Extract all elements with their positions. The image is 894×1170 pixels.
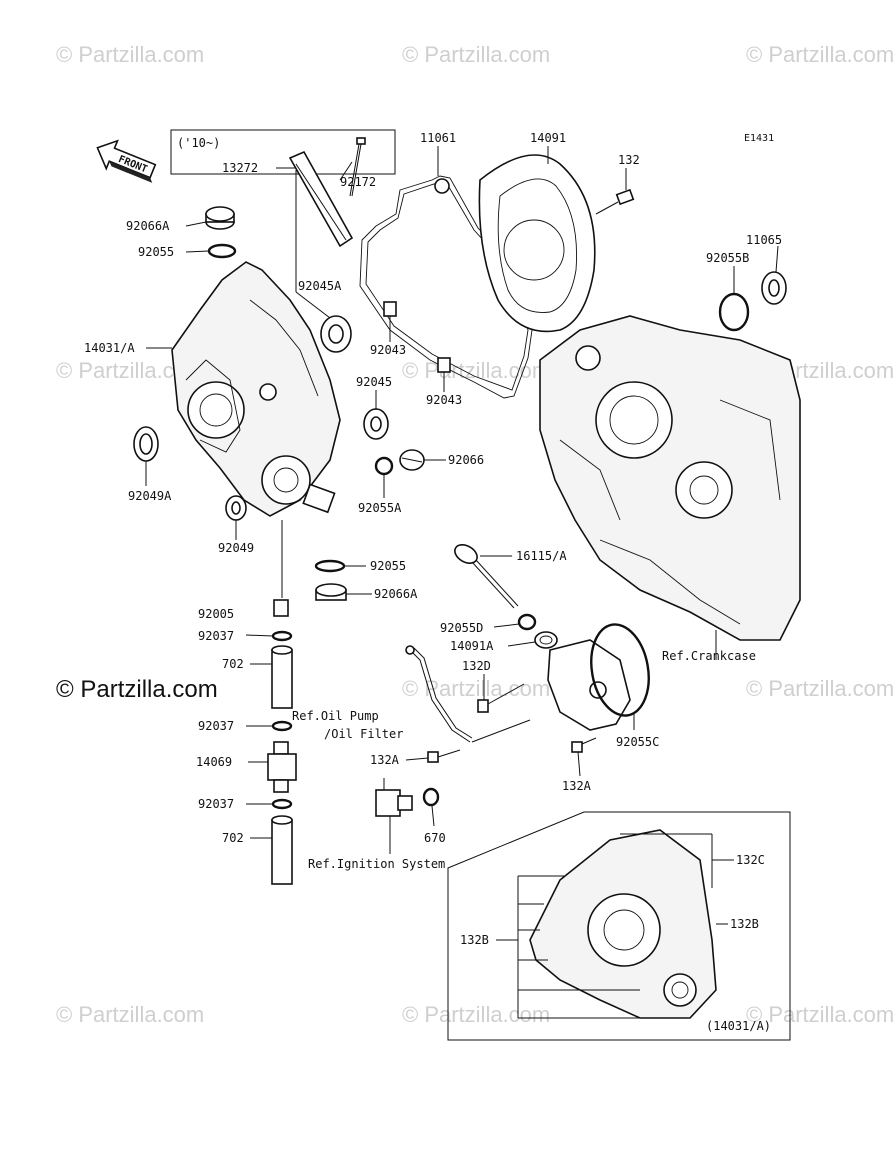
oring-92055A	[374, 456, 394, 476]
label-702-a: 702	[222, 657, 244, 671]
label-132B-left: 132B	[460, 933, 489, 947]
label-92055-top: 92055	[138, 245, 174, 259]
watermark-3: © Partzilla.com	[746, 42, 894, 67]
year-inset: ('10~)	[170, 129, 396, 175]
dowel-92043-a	[383, 301, 397, 317]
leader-lines	[145, 146, 779, 1019]
label-92037-a: 92037	[198, 629, 234, 643]
label-14091: 14091	[530, 131, 566, 145]
label-132D: 132D	[462, 659, 491, 673]
inset-14031A	[447, 811, 791, 1041]
label-92055B: 92055B	[706, 251, 749, 265]
watermark-9: © Partzilla.com	[56, 1002, 204, 1027]
watermark-11: © Partzilla.com	[746, 1002, 894, 1027]
label-92055D: 92055D	[440, 621, 483, 635]
watermark-1: © Partzilla.com	[56, 42, 204, 67]
label-132A-b: 132A	[562, 779, 592, 793]
cover-14031A	[171, 261, 341, 517]
label-670: 670	[424, 831, 446, 845]
watermark-10: © Partzilla.com	[402, 1002, 550, 1027]
collar-14091A	[534, 631, 558, 649]
nozzle-92005	[273, 599, 289, 617]
label-14031A-inset: (14031/A)	[706, 1019, 771, 1033]
watermark-7: © Partzilla.com	[402, 676, 550, 701]
label-14069: 14069	[196, 755, 232, 769]
label-132A-a: 132A	[370, 753, 400, 767]
watermark-8: © Partzilla.com	[746, 676, 894, 701]
hose-702-a	[271, 645, 293, 709]
label-132C: 132C	[736, 853, 765, 867]
cover-14091	[478, 154, 596, 333]
label-92037-b: 92037	[198, 719, 234, 733]
label-92043-b: 92043	[426, 393, 462, 407]
oring-92055B	[718, 292, 750, 332]
seal-92049A	[133, 426, 159, 462]
oil-pipe	[409, 649, 471, 743]
label-132B-right: 132B	[730, 917, 759, 931]
watermark-5: © Partzilla.com	[402, 358, 550, 383]
label-92055C: 92055C	[616, 735, 659, 749]
bolt-132A-b	[571, 737, 597, 753]
label-92037-c: 92037	[198, 797, 234, 811]
ref-oil-pump: Ref.Oil Pump	[292, 709, 379, 723]
ref-ignition: Ref.Ignition System	[308, 857, 445, 871]
watermark-2: © Partzilla.com	[402, 42, 550, 67]
label-92172: 92172	[340, 175, 376, 189]
label-92055A: 92055A	[358, 501, 402, 515]
bracket-13272	[288, 150, 354, 248]
oring-92055C	[590, 623, 650, 717]
label-92066: 92066	[448, 453, 484, 467]
plug-92066A-mid	[315, 583, 347, 601]
dipstick-16115A	[454, 544, 519, 609]
dowel-92043-b	[437, 357, 451, 373]
year-note: ('10~)	[177, 136, 220, 150]
partzilla-watermark: © Partzilla.com	[56, 676, 218, 703]
label-11065: 11065	[746, 233, 782, 247]
bearing-92045	[363, 408, 389, 440]
oring-670	[422, 787, 440, 807]
filter-cover	[547, 639, 631, 731]
label-132: 132	[618, 153, 640, 167]
bolt-132	[595, 188, 635, 215]
hose-702-b	[271, 815, 293, 885]
ref-crankcase: Ref.Crankcase	[662, 649, 756, 663]
label-702-b: 702	[222, 831, 244, 845]
label-92049: 92049	[218, 541, 254, 555]
bearing-92045A	[320, 315, 352, 353]
label-92005: 92005	[198, 607, 234, 621]
clamp-92037-c	[271, 798, 293, 810]
seal-92049	[225, 495, 247, 521]
plug-92066A-top	[205, 206, 235, 230]
oring-92055-mid	[314, 559, 346, 573]
label-92066A-top: 92066A	[126, 219, 170, 233]
label-92043-a: 92043	[370, 343, 406, 357]
label-13272: 13272	[222, 161, 258, 175]
ref-oil-filter: /Oil Filter	[324, 727, 403, 741]
clamp-92037-a	[271, 630, 293, 642]
label-92045: 92045	[356, 375, 392, 389]
seal-11065	[761, 271, 787, 305]
bolt-132A-a	[427, 749, 461, 763]
label-92066A-mid: 92066A	[374, 587, 418, 601]
filter-14069	[267, 741, 297, 793]
part-labels: 13272 92172 11061 14091 132 11065 92055B…	[84, 131, 782, 1033]
label-16115A: 16115/A	[516, 549, 567, 563]
diagram-code: E1431	[744, 133, 774, 144]
oring-92055D	[517, 613, 537, 631]
label-14091A: 14091A	[450, 639, 494, 653]
clamp-92037-b	[271, 720, 293, 732]
bolt-92172	[349, 137, 366, 197]
label-11061: 11061	[420, 131, 456, 145]
front-arrow-icon: FRONT	[96, 139, 157, 183]
ignition-sensor	[375, 778, 413, 817]
label-92049A: 92049A	[128, 489, 172, 503]
plug-92066	[399, 449, 425, 471]
bolt-132D	[477, 683, 525, 713]
oring-92055-top	[207, 243, 237, 259]
label-14031A: 14031/A	[84, 341, 135, 355]
label-92055-mid: 92055	[370, 559, 406, 573]
label-92045A: 92045A	[298, 279, 342, 293]
gasket-11061	[359, 175, 533, 399]
